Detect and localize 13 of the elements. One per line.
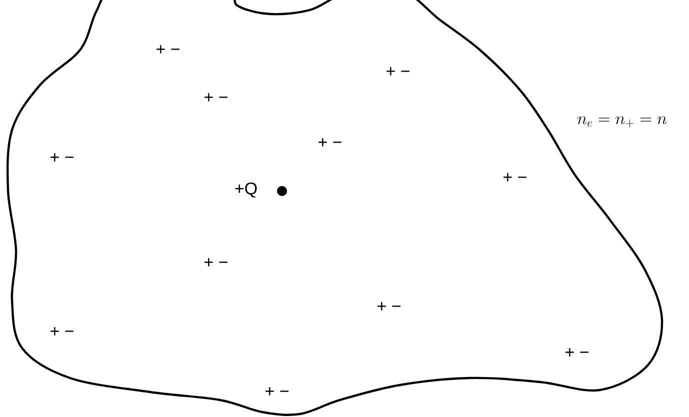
charge-pair: + − — [156, 45, 180, 54]
charge-pair: + − — [204, 258, 228, 266]
charge-label: +Q — [235, 182, 257, 198]
charge-pair: + − — [50, 153, 74, 162]
charge-pair: + − — [318, 138, 342, 146]
charge-pair: + − — [50, 327, 74, 336]
charge-pair: + − — [266, 387, 288, 396]
charge-pair: + − — [386, 67, 410, 76]
charge-pair: + − — [204, 93, 228, 102]
charge-pair: + − — [378, 302, 400, 310]
density-equation: $n_e = n_+ = n$ — [578, 116, 666, 128]
charge-pair: + − — [504, 173, 526, 182]
charge-pair: + − — [566, 348, 588, 356]
